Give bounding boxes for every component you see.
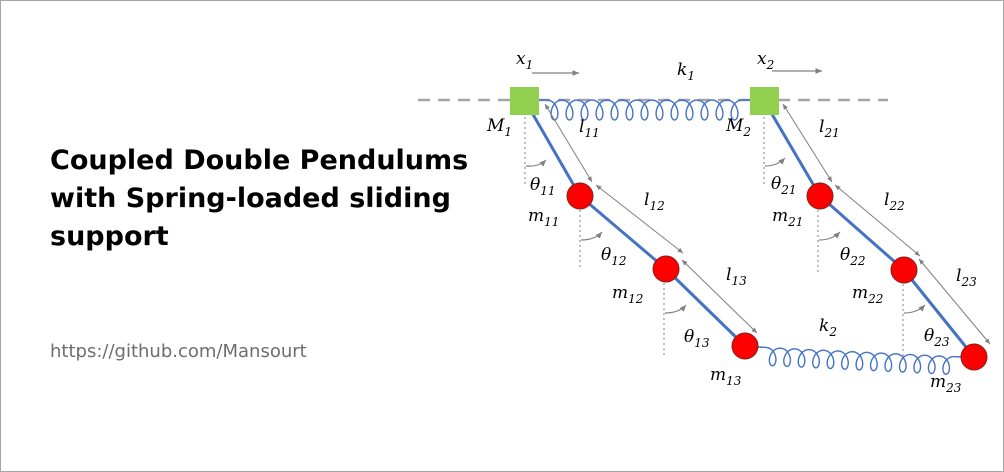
label-theta23: θ23 xyxy=(924,326,950,349)
label-m23: m23 xyxy=(930,372,962,395)
label-theta21: θ21 xyxy=(771,174,797,197)
label-M2: M2 xyxy=(725,116,751,139)
bob-m21 xyxy=(806,182,834,210)
title-line-1: Coupled Double Pendulums xyxy=(50,145,469,176)
length-arrow-l22 xyxy=(834,184,921,257)
label-l11: l11 xyxy=(579,117,600,140)
pendulum-rods xyxy=(525,102,976,359)
diagram-title: Coupled Double Pendulums with Spring-loa… xyxy=(50,142,468,256)
displacement-arrows xyxy=(532,68,822,76)
bob-m13 xyxy=(731,332,759,360)
label-k2: k2 xyxy=(819,316,837,339)
angle-arc-23 xyxy=(903,304,926,314)
label-theta13: θ13 xyxy=(684,327,710,350)
angle-arc-12 xyxy=(580,231,603,241)
label-theta22: θ22 xyxy=(840,245,866,268)
pendulum-bobs xyxy=(566,182,988,371)
label-m21: m21 xyxy=(772,206,803,229)
label-l23: l23 xyxy=(956,266,977,289)
label-l21: l21 xyxy=(819,117,840,140)
angle-arc-21 xyxy=(764,157,786,167)
length-arrow-l21 xyxy=(782,103,833,183)
vertical-reference-lines xyxy=(524,112,904,356)
label-theta11: θ11 xyxy=(530,175,556,198)
label-m13: m13 xyxy=(710,365,742,388)
label-m11: m11 xyxy=(528,206,559,229)
label-l12: l12 xyxy=(644,190,665,213)
spring-k2 xyxy=(757,346,963,375)
cart-m2 xyxy=(750,87,779,115)
spring-k1 xyxy=(539,99,750,121)
label-k1: k1 xyxy=(677,60,695,83)
length-arrow-l23 xyxy=(918,258,991,345)
bob-m23 xyxy=(960,343,988,371)
angle-arc-11 xyxy=(525,159,547,167)
bob-m22 xyxy=(890,256,918,284)
label-theta12: θ12 xyxy=(601,245,627,268)
label-l13: l13 xyxy=(726,265,747,288)
title-line-2: with Spring-loaded sliding xyxy=(50,183,451,214)
label-l22: l22 xyxy=(884,190,905,213)
length-arrow-l11 xyxy=(544,103,593,183)
label-x1: x1 xyxy=(516,49,533,72)
angle-arc-13 xyxy=(664,304,687,314)
label-m22: m22 xyxy=(852,283,883,306)
label-m12: m12 xyxy=(612,283,643,306)
length-arrows xyxy=(544,103,991,345)
title-line-3: support xyxy=(50,221,169,252)
source-url: https://github.com/Mansourt xyxy=(50,341,307,362)
bob-m11 xyxy=(566,182,594,210)
length-arrow-l12 xyxy=(595,184,684,254)
label-M1: M1 xyxy=(486,116,512,139)
length-arrow-l13 xyxy=(681,259,758,334)
cart-m1 xyxy=(510,87,539,115)
math-labels: x1 x2 k1 k2 M1 M2 l11 l12 l13 l21 l22 l2… xyxy=(486,49,977,395)
bob-m12 xyxy=(652,255,680,283)
label-x2: x2 xyxy=(757,49,774,72)
angle-arc-22 xyxy=(818,231,841,241)
